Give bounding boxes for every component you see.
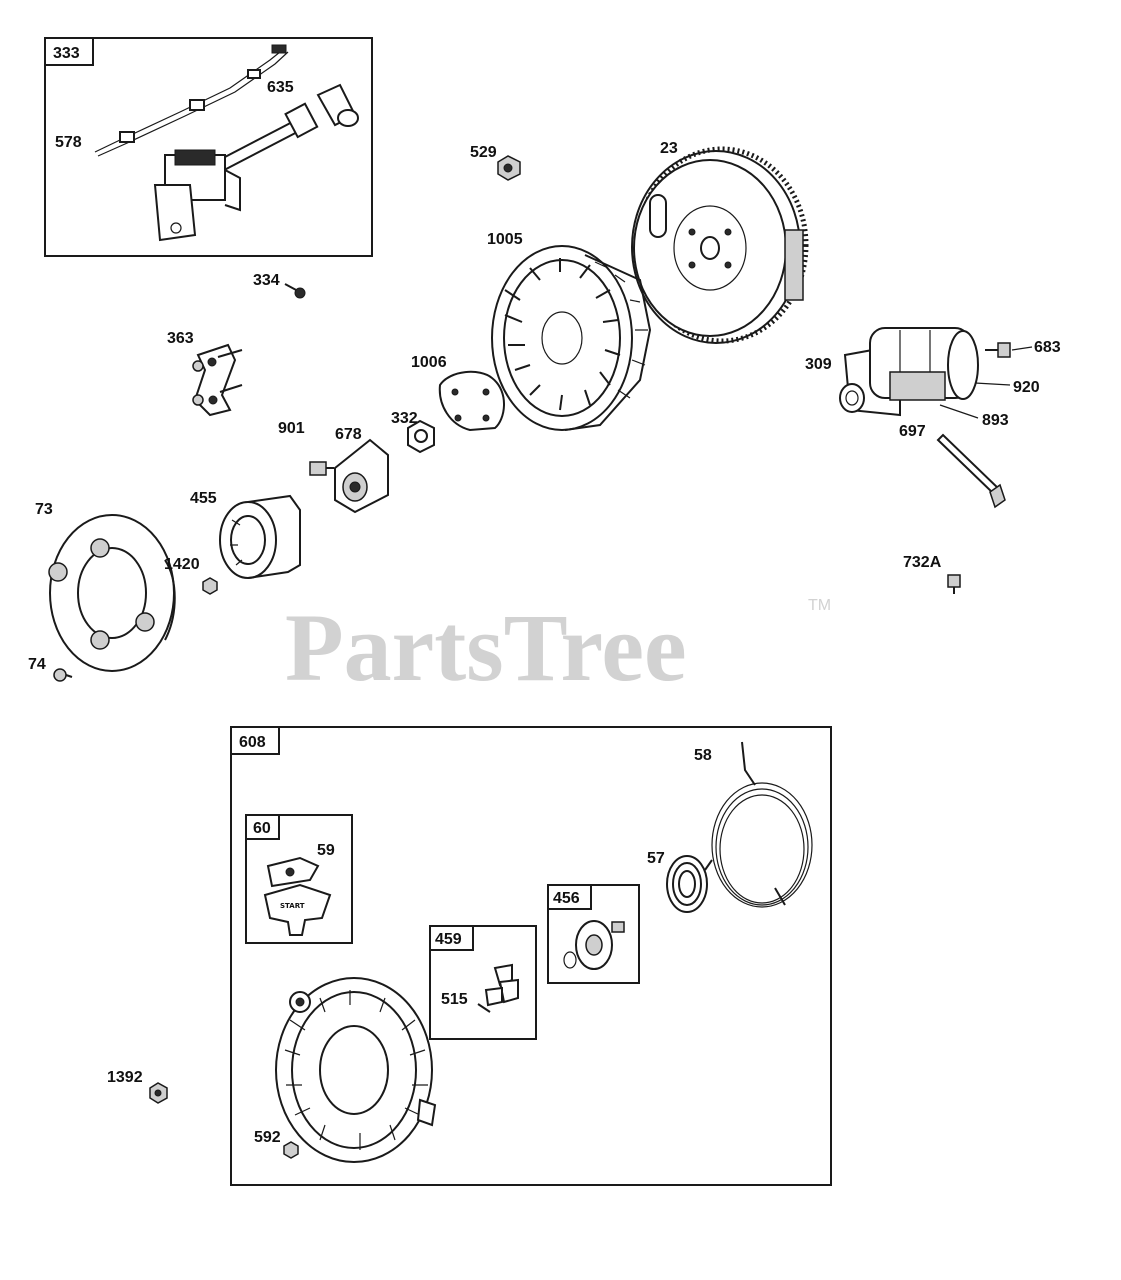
- watermark: PartsTree: [285, 594, 687, 701]
- callout-332[interactable]: 332: [391, 410, 418, 427]
- part-920-wire: [974, 382, 1011, 386]
- ignition-coil[interactable]: [153, 149, 241, 242]
- assembly-box-456: [547, 884, 640, 984]
- part-592-nut[interactable]: [283, 1141, 299, 1159]
- callout-455[interactable]: 455: [190, 490, 217, 507]
- part-459-pawl-kit[interactable]: [477, 963, 519, 1013]
- callout-23[interactable]: 23: [660, 140, 678, 157]
- callout-678[interactable]: 678: [335, 426, 362, 443]
- part-1005-flywheel-fan[interactable]: [491, 245, 652, 431]
- callout-456[interactable]: 456: [553, 890, 580, 907]
- callout-683[interactable]: 683: [1034, 339, 1061, 356]
- callout-1005[interactable]: 1005: [487, 231, 523, 248]
- watermark-trademark: TM: [808, 597, 831, 614]
- part-332-flywheel-nut[interactable]: [407, 419, 435, 454]
- callout-363[interactable]: 363: [167, 330, 194, 347]
- handle-start-text: START: [280, 902, 305, 910]
- part-309-starter-motor[interactable]: [839, 327, 979, 417]
- callout-697[interactable]: 697: [899, 423, 926, 440]
- callout-529[interactable]: 529: [470, 144, 497, 161]
- callout-459[interactable]: 459: [435, 931, 462, 948]
- leader-683: [1011, 346, 1033, 351]
- part-455-starter-clutch[interactable]: [219, 494, 301, 579]
- part-697-bolt[interactable]: [936, 433, 1006, 509]
- callout-578[interactable]: 578: [55, 134, 82, 151]
- callout-334[interactable]: 334: [253, 272, 280, 289]
- callout-635[interactable]: 635: [267, 79, 294, 96]
- part-60-starter-handle[interactable]: START: [263, 883, 332, 936]
- part-1006-flywheel-screen[interactable]: [438, 370, 505, 432]
- callout-74[interactable]: 74: [28, 656, 46, 673]
- assembly-box-608: [230, 726, 832, 1186]
- callout-732A[interactable]: 732A: [903, 554, 942, 571]
- assembly-box-608-tab: [230, 726, 280, 755]
- callout-73[interactable]: 73: [35, 501, 53, 518]
- callout-608[interactable]: 608: [239, 734, 266, 751]
- callout-1006[interactable]: 1006: [411, 354, 447, 371]
- assembly-box-60-tab: [245, 814, 280, 840]
- assembly-box-459-tab: [429, 925, 474, 951]
- part-893-terminal: [939, 404, 979, 419]
- assembly-box-60: [245, 814, 353, 944]
- callout-901[interactable]: 901: [278, 420, 305, 437]
- part-334-screw[interactable]: [284, 283, 306, 299]
- assembly-box-333-tab: [44, 37, 94, 66]
- assembly-box-456-tab: [547, 884, 592, 910]
- part-683-nut[interactable]: [985, 342, 1011, 358]
- part-456-pulley-kit[interactable]: [563, 920, 625, 970]
- part-73-blower-housing-plate[interactable]: [48, 514, 176, 672]
- callout-309[interactable]: 309: [805, 356, 832, 373]
- part-732A-screw[interactable]: [947, 574, 961, 594]
- part-678-starter-cup[interactable]: [334, 438, 389, 514]
- callout-920[interactable]: 920: [1013, 379, 1040, 396]
- part-608-starter-housing[interactable]: [275, 977, 437, 1163]
- callout-60[interactable]: 60: [253, 820, 271, 837]
- callout-893[interactable]: 893: [982, 412, 1009, 429]
- part-23-flywheel-ring-gear[interactable]: [631, 146, 809, 344]
- callout-1392[interactable]: 1392: [107, 1069, 143, 1086]
- callout-57[interactable]: 57: [647, 850, 665, 867]
- callout-1420[interactable]: 1420: [164, 556, 200, 573]
- callout-333[interactable]: 333: [53, 45, 80, 62]
- part-578-wire-harness[interactable]: [94, 44, 289, 157]
- part-1392-nut[interactable]: [149, 1082, 168, 1104]
- part-59-starter-handle-insert[interactable]: [266, 856, 320, 888]
- part-57-rewind-spring[interactable]: [666, 855, 713, 913]
- callout-59[interactable]: 59: [317, 842, 335, 859]
- part-901-screw[interactable]: [309, 461, 334, 476]
- callout-515[interactable]: 515: [441, 991, 468, 1008]
- part-363-bracket-with-bolts[interactable]: [192, 343, 243, 417]
- part-529-nut[interactable]: [497, 155, 521, 181]
- part-74-screw[interactable]: [53, 668, 73, 682]
- callout-592[interactable]: 592: [254, 1129, 281, 1146]
- part-1420-nut[interactable]: [202, 577, 218, 595]
- assembly-box-333: [44, 37, 373, 257]
- callout-58[interactable]: 58: [694, 747, 712, 764]
- assembly-box-459: [429, 925, 537, 1040]
- part-58-rope[interactable]: [711, 741, 813, 908]
